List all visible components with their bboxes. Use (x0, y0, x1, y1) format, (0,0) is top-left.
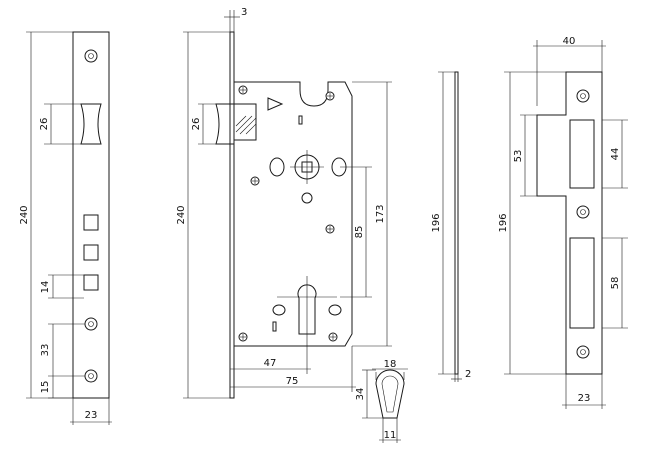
case-screw-mid-right (325, 224, 335, 234)
lock-case-outline (233, 81, 353, 347)
strike-screw-bottom (576, 345, 590, 359)
front-plate-height-label: 240 (19, 205, 30, 224)
case-screw-mid-left (250, 176, 260, 186)
strike-screw-top (576, 89, 590, 103)
case-screw-top-left (238, 85, 248, 95)
screw-spacing-label: 33 (40, 344, 51, 357)
side-plate-view: 196 2 (431, 71, 471, 382)
front-latch-height-label: 26 (39, 118, 50, 131)
front-plate-width-label: 23 (85, 410, 98, 421)
strike-width-label: 23 (578, 393, 591, 404)
strike-screw-middle (576, 205, 590, 219)
lock-body-view: 3 240 26 85 173 47 75 (176, 7, 392, 399)
case-depth-label: 75 (286, 376, 299, 387)
strike-upper-depth-label: 53 (513, 150, 524, 163)
faceplate-thickness-label: 3 (241, 7, 247, 18)
latch-height-label: 26 (191, 118, 202, 131)
latch-housing (233, 103, 257, 141)
bottom-offset-label: 15 (40, 381, 51, 394)
slot-height-label: 14 (40, 281, 51, 294)
side-plate-height-label: 196 (431, 213, 442, 232)
strike-lower-slot (569, 237, 595, 329)
cylinder-height-label: 34 (355, 388, 366, 401)
faceplate-edge (229, 31, 235, 399)
front-plate-view: 240 26 14 33 15 23 (19, 31, 112, 425)
spindle-follower (269, 150, 347, 204)
case-screw-top-right (325, 91, 335, 101)
upper-slot (298, 115, 303, 125)
strike-upper-slot-label: 44 (610, 148, 621, 161)
cylinder-profile-view: 18 34 11 (355, 359, 408, 443)
front-plate-outline (72, 31, 110, 399)
deadbolt-slot-1 (83, 214, 99, 231)
cylinder-neck-label: 11 (384, 430, 397, 441)
deadbolt-slot-3 (83, 274, 99, 291)
side-plate-thickness-label: 2 (465, 369, 471, 380)
strike-plate-outline (536, 71, 603, 375)
screw-hole-bottom (84, 369, 98, 383)
case-screw-bottom-left (238, 332, 248, 342)
case-screw-bottom-right (328, 332, 338, 342)
backset-label: 47 (264, 358, 277, 369)
strike-lower-slot-label: 58 (610, 277, 621, 290)
strike-upper-slot (569, 119, 595, 189)
cylinder-cutout (272, 276, 342, 340)
lock-height-label: 240 (176, 205, 187, 224)
spindle-cylinder-distance-label: 85 (354, 226, 365, 239)
latch-opening (80, 103, 102, 145)
screw-hole-top (84, 49, 98, 63)
latch-bolt (215, 103, 235, 145)
strike-plate-view: 40 196 53 44 58 23 (498, 36, 628, 409)
deadbolt-slot-2 (83, 244, 99, 261)
screw-hole-middle (84, 317, 98, 331)
side-plate-outline (454, 71, 459, 375)
strike-height-label: 196 (498, 213, 509, 232)
case-height-label: 173 (375, 204, 386, 223)
latch-spring (267, 97, 284, 111)
cylinder-width-label: 18 (384, 359, 397, 370)
strike-offset-label: 40 (563, 36, 576, 47)
cylinder-outline (375, 369, 405, 419)
